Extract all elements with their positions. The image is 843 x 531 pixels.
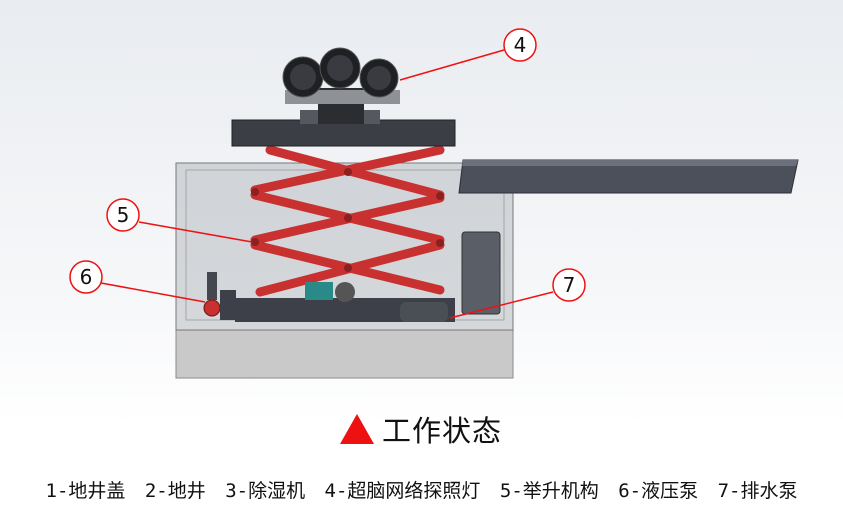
pit-base: [175, 329, 514, 379]
svg-text:6: 6: [80, 265, 93, 289]
callout-7: 7: [552, 268, 586, 302]
dehumidifier: [461, 231, 501, 315]
callout-5: 5: [106, 198, 140, 232]
callout-6: 6: [69, 260, 103, 294]
title-text: 工作状态: [382, 414, 503, 448]
component-legend: 1-地井盖 2-地井 3-除湿机 4-超脑网络探照灯 5-举升机构 6-液压泵 …: [0, 476, 843, 503]
legend-item: 5-举升机构: [499, 480, 599, 502]
legend-item: 4-超脑网络探照灯: [324, 480, 481, 502]
legend-item: 7-排水泵: [717, 480, 798, 502]
legend-item: 2-地井: [144, 480, 206, 502]
legend-item: 1-地井盖: [45, 480, 126, 502]
hydraulic-pump: [203, 299, 221, 317]
drainage-pump: [400, 302, 448, 322]
red-triangle-icon: [340, 414, 374, 444]
legend-item: 6-液压泵: [618, 480, 699, 502]
top-platform: [231, 119, 456, 147]
svg-text:5: 5: [117, 203, 130, 227]
searchlight: [282, 47, 400, 124]
svg-text:7: 7: [563, 273, 576, 297]
state-title: 工作状态: [340, 408, 502, 450]
svg-text:4: 4: [514, 33, 527, 57]
legend-item: 3-除湿机: [225, 480, 306, 502]
callout-4: 4: [503, 28, 537, 62]
